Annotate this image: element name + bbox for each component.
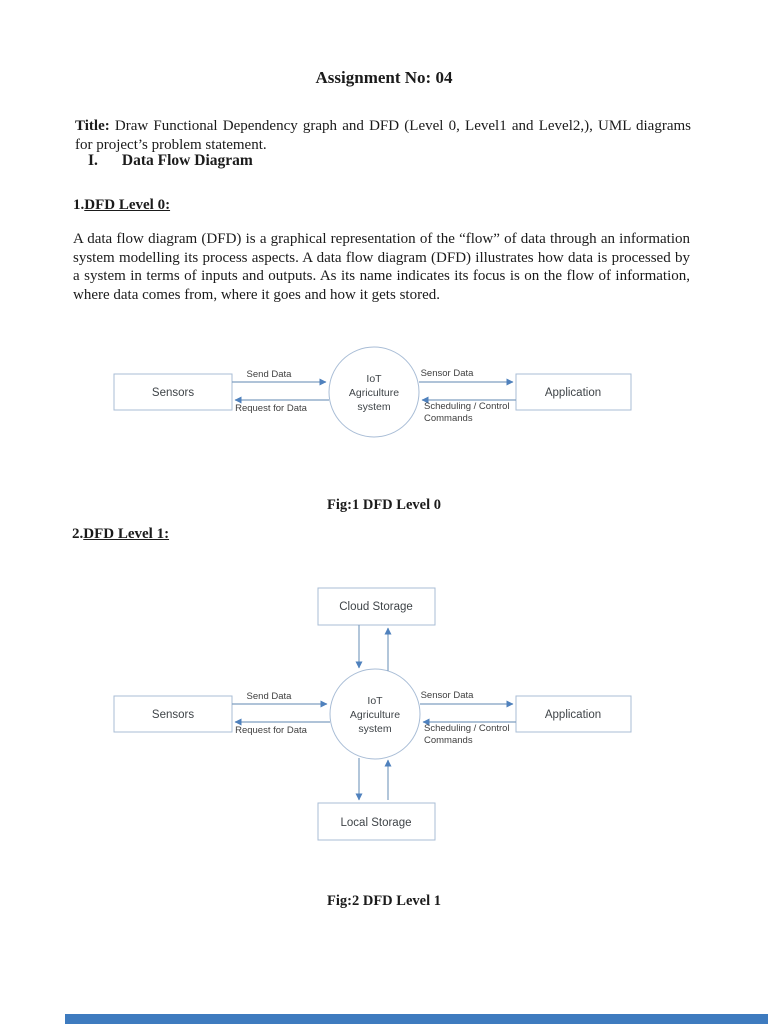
bottom-bar — [65, 1014, 768, 1024]
title-text: Draw Functional Dependency graph and DFD… — [75, 118, 691, 153]
dfd-level1-title: DFD Level 1: — [83, 526, 170, 542]
sensor-data-label: Sensor Data — [421, 690, 475, 701]
application-box — [515, 695, 632, 733]
sensor-data-label: Sensor Data — [421, 368, 475, 379]
figure1-caption: Fig:1 DFD Level 0 — [327, 497, 441, 513]
process-label-line3: system — [357, 401, 391, 413]
local-storage-label: Local Storage — [341, 817, 412, 829]
dfd-level0-heading: 1.DFD Level 0: — [73, 197, 170, 214]
application-label: Application — [545, 387, 601, 399]
dfd-level0-title: DFD Level 0: — [84, 197, 171, 213]
scheduling-label-line1: Scheduling / Control — [424, 723, 510, 734]
request-for-data-label: Request for Data — [235, 403, 308, 414]
send-data-label: Send Data — [247, 691, 293, 702]
title-paragraph: Title: Draw Functional Dependency graph … — [75, 117, 691, 154]
section-numeral: I. — [88, 152, 98, 169]
application-label: Application — [545, 709, 601, 721]
cloud-storage-box — [317, 587, 436, 626]
process-label-line2: Agriculture — [350, 709, 400, 721]
dfd-level1-heading: 2.DFD Level 1: — [72, 526, 169, 543]
dfd-level0-number: 1. — [73, 197, 85, 213]
cloud-storage-label: Cloud Storage — [339, 601, 413, 613]
bottom-bar-fill — [65, 1014, 768, 1024]
title-label: Title: — [75, 118, 110, 134]
dfd-level0-paragraph: A data flow diagram (DFD) is a graphical… — [73, 231, 690, 303]
application-box — [515, 373, 632, 411]
scheduling-label-line1: Scheduling / Control — [424, 401, 510, 412]
dfd-level1-diagram: Cloud Storage Sensors Application Local … — [113, 587, 632, 841]
process-label-line1: IoT — [367, 695, 383, 707]
send-data-label: Send Data — [247, 369, 293, 380]
request-for-data-label: Request for Data — [235, 725, 308, 736]
process-label-line2: Agriculture — [349, 387, 399, 399]
figure2-caption: Fig:2 DFD Level 1 — [327, 893, 441, 909]
section-heading: I. Data Flow Diagram — [88, 152, 253, 170]
sensors-box — [113, 695, 233, 733]
sensors-label: Sensors — [152, 387, 194, 399]
assignment-heading: Assignment No: 04 — [315, 68, 453, 87]
sensors-box — [113, 373, 233, 411]
scheduling-label-line2: Commands — [424, 413, 473, 424]
section-title: Data Flow Diagram — [121, 152, 253, 169]
local-storage-box — [317, 802, 436, 841]
dfd-level1-number: 2. — [72, 526, 84, 542]
scheduling-label-line2: Commands — [424, 735, 473, 746]
process-circle — [328, 346, 420, 438]
dfd-level0-diagram: Sensors Application IoT Agriculture syst… — [113, 346, 632, 438]
process-label-line3: system — [358, 723, 392, 735]
sensors-label: Sensors — [152, 709, 194, 721]
process-label-line1: IoT — [366, 373, 382, 385]
process-circle — [329, 668, 421, 760]
